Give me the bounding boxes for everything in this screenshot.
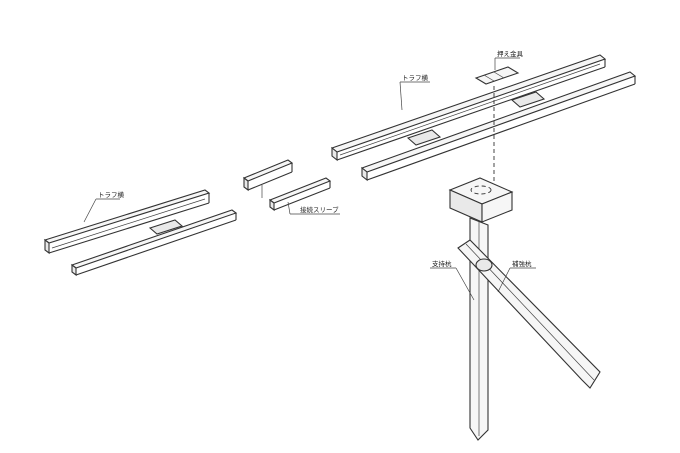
- label-reinforcing-pile: 補強杭: [497, 259, 536, 293]
- label-connecting-sleeve: 接続スリーブ: [287, 201, 340, 215]
- label-trough-right: トラフ横: [399, 73, 430, 111]
- label-trough-left: トラフ横: [83, 190, 125, 223]
- label-connecting-sleeve-text: 接続スリーブ: [300, 205, 339, 214]
- label-support-pile-text: 支持杭: [432, 259, 452, 268]
- label-retaining-bracket: 押え金具: [494, 49, 524, 70]
- right-trough: [330, 54, 637, 182]
- label-retaining-bracket-text: 押え金具: [497, 49, 524, 58]
- label-trough-right-text: トラフ横: [402, 73, 429, 82]
- left-trough: [43, 189, 238, 277]
- label-support-pile: 支持杭: [430, 259, 475, 301]
- pile-assembly: [448, 177, 601, 441]
- label-trough-left-text: トラフ横: [98, 190, 125, 199]
- connecting-sleeve: [242, 159, 332, 212]
- label-reinforcing-pile-text: 補強杭: [512, 259, 532, 268]
